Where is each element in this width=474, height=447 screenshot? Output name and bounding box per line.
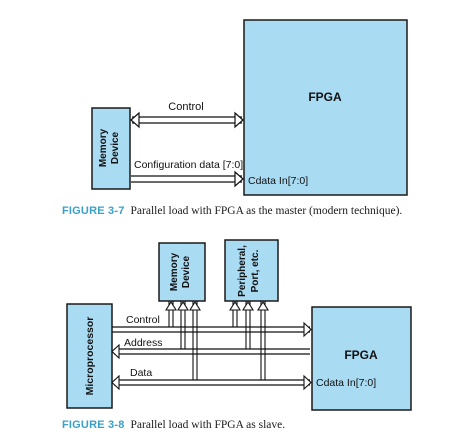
control-arrow-right-fig1: [234, 111, 244, 129]
peripheral-label-line1-fig2: Peripheral,: [237, 245, 248, 297]
peripheral-block-fig2: [224, 239, 279, 302]
microprocessor-block-fig2: [66, 303, 113, 409]
fpga-block-fig2: [311, 306, 412, 411]
caption-figure-3-8: FIGURE 3-8 Parallel load with FPGA as sla…: [62, 419, 285, 431]
fpga-label-fig1: FPGA: [308, 90, 342, 104]
peripheral-connections: [229, 300, 269, 380]
caption-text-3-8: Parallel load with FPGA as slave.: [130, 419, 286, 431]
caption-text-3-7: Parallel load with FPGA as the master (m…: [130, 205, 403, 217]
memory-label-line1-fig2: Memory: [169, 252, 180, 291]
memory-label-line1-fig1: Memory: [98, 128, 109, 167]
config-label-fig1: Configuration data [7:0]: [134, 159, 243, 171]
caption-figure-3-7: FIGURE 3-7 Parallel load with FPGA as the…: [62, 205, 402, 217]
fpga-label-fig2: FPGA: [344, 348, 378, 362]
memory-label-line2-fig1: Device: [110, 131, 121, 164]
cdata-label-fig2: Cdata In[7:0]: [316, 377, 376, 389]
peripheral-label-line2-fig2: Port, etc.: [250, 249, 261, 292]
control-arrow-left-fig1: [130, 111, 140, 129]
cdata-label-fig1: Cdata In[7:0]: [248, 175, 308, 187]
control-label-fig2: Control: [126, 314, 160, 326]
figure-label-3-7: FIGURE 3-7: [62, 205, 125, 217]
figure-3-8: Memory Device Peripheral, Port, etc. Mic…: [66, 239, 412, 411]
control-label-fig1: Control: [168, 101, 203, 113]
memory-device-connections: [165, 300, 201, 380]
address-label-fig2: Address: [124, 337, 163, 349]
memory-device-block-fig1: [91, 107, 131, 190]
memory-label-line2-fig2: Device: [181, 255, 192, 288]
microprocessor-label-fig2: Microprocessor: [84, 317, 96, 396]
config-arrow-fig1: [234, 170, 244, 188]
figure-label-3-8: FIGURE 3-8: [62, 419, 125, 431]
memory-device-block-fig2: [158, 242, 206, 302]
fpga-block-fig1: [243, 19, 408, 196]
figure-3-7: FPGA Memory Device Control Configuration…: [91, 19, 408, 196]
data-label-fig2: Data: [130, 367, 152, 379]
